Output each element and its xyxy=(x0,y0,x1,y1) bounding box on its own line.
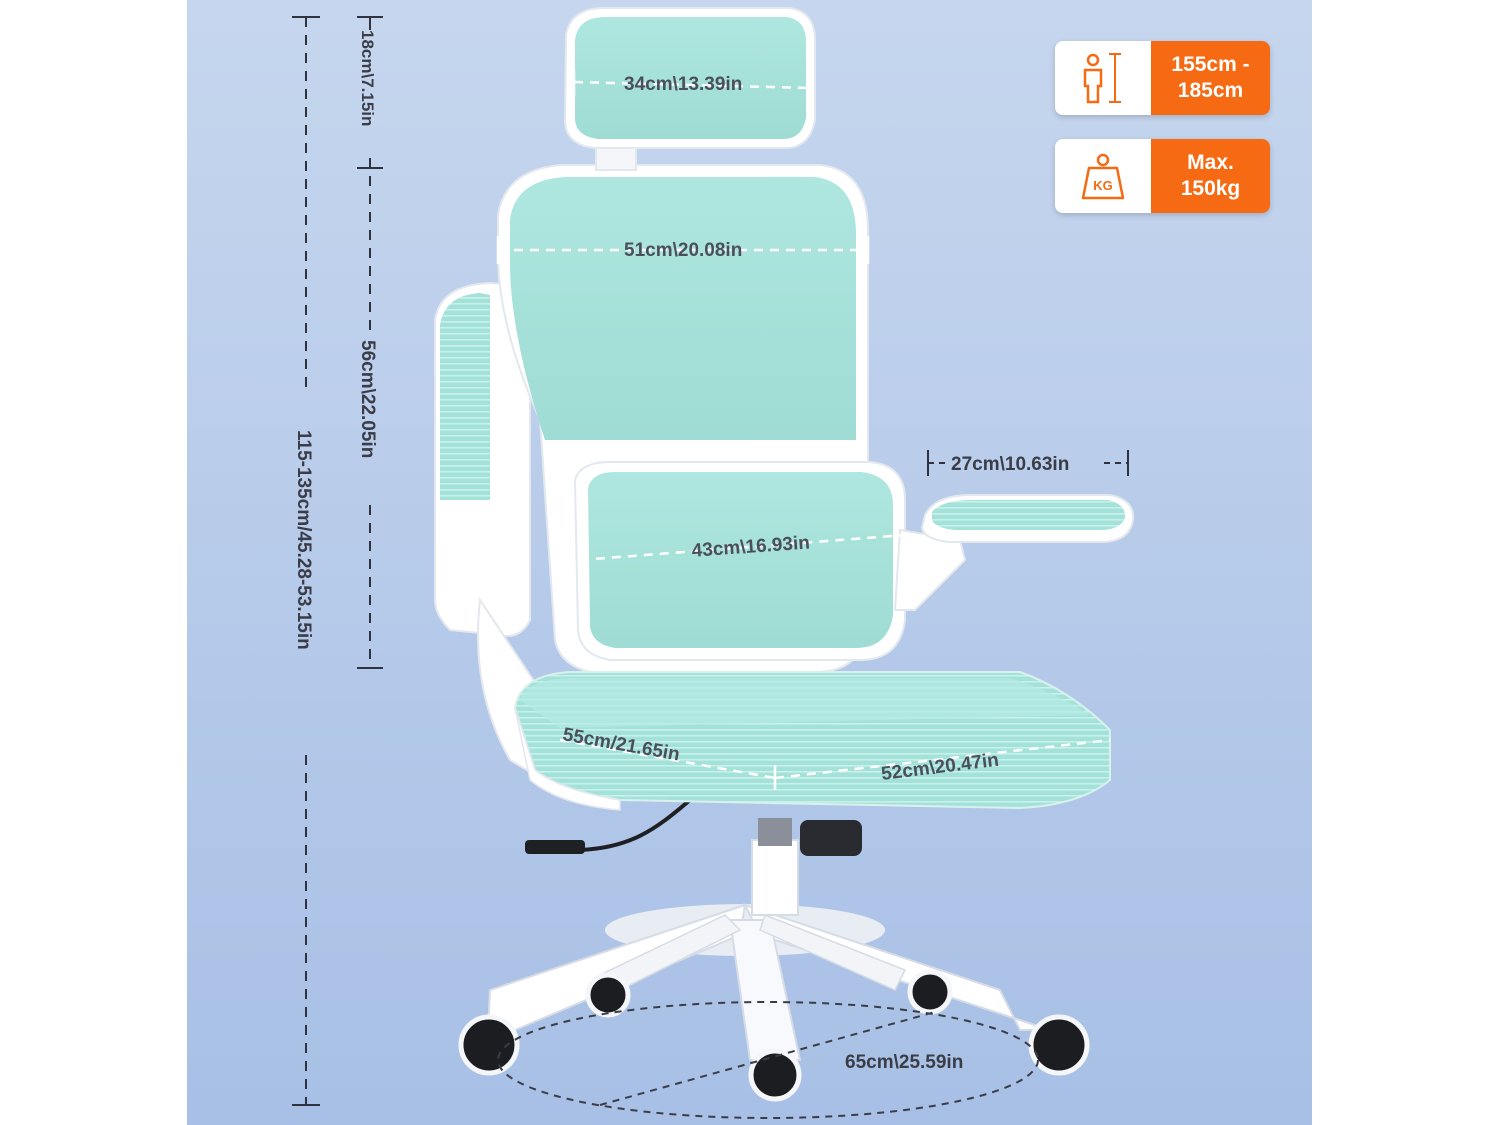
armrest-length-label: 27cm\10.63in xyxy=(951,454,1069,475)
weight-kg-icon: KG xyxy=(1055,139,1151,213)
chair-wheels xyxy=(458,969,1090,1102)
total-height-dimension-line xyxy=(292,16,320,1106)
total-height-label: 115-135cm/45.28-53.15in xyxy=(293,430,314,650)
height-lever xyxy=(525,798,862,856)
headrest-height-label: 18cm\7.15in xyxy=(358,30,377,126)
person-height-icon xyxy=(1055,41,1151,115)
base-diameter-label: 65cm\25.59in xyxy=(845,1052,963,1073)
weight-icon-text: KG xyxy=(1093,178,1113,193)
base-diameter-dimension xyxy=(497,1001,1039,1119)
headrest xyxy=(563,7,816,171)
backrest xyxy=(497,164,906,673)
max-weight-line2: 150kg xyxy=(1180,177,1241,200)
height-range-line2: 185cm xyxy=(1177,79,1244,102)
right-armrest xyxy=(893,494,1135,611)
headrest-width-label: 34cm\13.39in xyxy=(624,74,742,95)
chair-dimension-lines xyxy=(496,70,1111,790)
armrest-length-dimension-line xyxy=(927,450,1129,476)
seat xyxy=(513,671,1111,811)
height-range-badge: 155cm - 185cm xyxy=(1055,41,1270,115)
max-weight-line1: Max. xyxy=(1187,151,1234,174)
backrest-width-label: 51cm\20.08in xyxy=(624,240,742,261)
height-range-line1: 155cm - xyxy=(1171,53,1250,76)
headrest-height-dimension-line xyxy=(357,16,383,669)
max-weight-badge: KG Max. 150kg xyxy=(1055,139,1270,213)
backrest-height-label: 56cm\22.05in xyxy=(357,340,378,458)
chair-base xyxy=(486,818,1051,1061)
